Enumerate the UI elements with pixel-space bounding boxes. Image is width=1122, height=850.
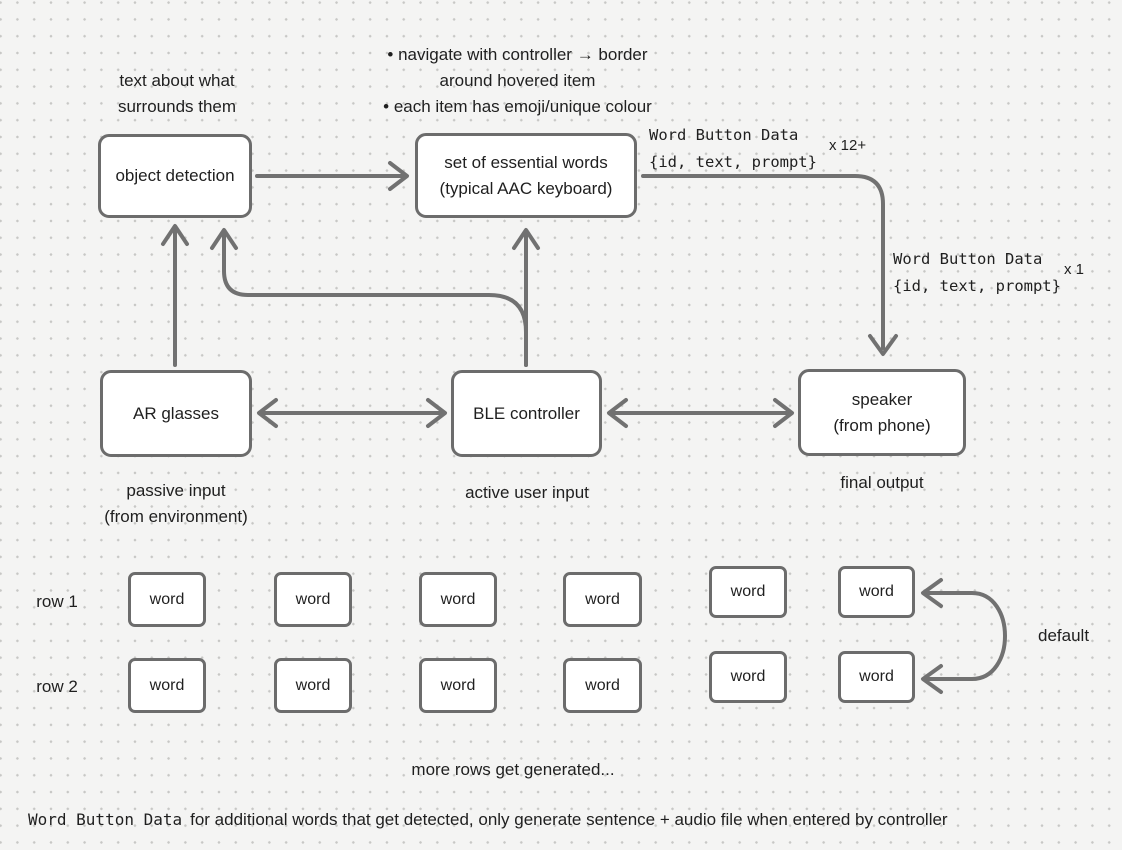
word-cell-label: word [730, 583, 766, 600]
wbd-name: Word Button Data [893, 250, 1043, 268]
word-cell[interactable]: word [419, 572, 497, 627]
word-cell[interactable]: word [709, 651, 787, 703]
object-detection-note: text about what surrounds them [77, 68, 277, 120]
word-cell[interactable]: word [274, 572, 352, 627]
word-cell[interactable]: word [563, 658, 642, 713]
more-rows-note: more rows get generated... [411, 760, 615, 779]
caption-ar-glasses: passive input (from environment) [76, 478, 276, 530]
word-cell[interactable]: word [128, 572, 206, 627]
word-cell-label: word [295, 676, 331, 694]
node-label: (typical AAC keyboard) [439, 178, 613, 198]
node-ar-glasses[interactable]: AR glasses [100, 370, 252, 457]
note-line: text about what [119, 71, 235, 90]
arrow-ar-glasses-to-object-detection[interactable] [161, 224, 189, 367]
node-ble-controller[interactable]: BLE controller [451, 370, 602, 457]
word-cell-label: word [859, 668, 894, 685]
node-label: (from phone) [833, 415, 931, 435]
arrow-ar-glasses-ble-bidirectional[interactable] [257, 398, 447, 428]
node-label: BLE controller [473, 403, 580, 423]
word-cell-label: word [149, 590, 185, 608]
word-cell-label: word [149, 676, 185, 694]
word-cell[interactable]: word [128, 658, 206, 713]
word-cell-label: word [295, 590, 331, 608]
footer-note: Word Button Data for additional words tha… [28, 810, 948, 830]
node-label: set of essential words [444, 153, 608, 172]
word-cell-label: word [730, 668, 766, 685]
note-line: • navigate with controller → border [387, 45, 648, 64]
node-object-detection[interactable]: object detection [98, 134, 252, 218]
wbd-fields: {id, text, prompt} [893, 277, 1061, 295]
arrow-default-loop[interactable] [921, 578, 1007, 694]
footer-mono: Word Button Data [28, 810, 183, 829]
keyboard-note: • navigate with controller → border arou… [365, 42, 670, 120]
note-line: • each item has emoji/unique colour [383, 97, 652, 116]
footer-text: for additional words that get detected, … [190, 810, 948, 829]
node-essential-words[interactable]: set of essential words (typical AAC keyb… [415, 133, 637, 218]
arrow-ble-to-object-detection[interactable] [210, 228, 528, 367]
arrow-object-detection-to-words[interactable] [255, 161, 409, 191]
node-label: object detection [115, 166, 235, 186]
wbd-name: Word Button Data [649, 126, 799, 144]
word-cell-label: word [859, 583, 894, 600]
caption-speaker: final output [840, 473, 924, 492]
node-label: AR glasses [133, 403, 219, 423]
word-cell[interactable]: word [709, 566, 787, 618]
word-button-data-label-top: Word Button Data {id, text, prompt} [649, 122, 817, 176]
word-cell[interactable]: word [274, 658, 352, 713]
note-line: around hovered item [439, 71, 596, 90]
arrow-words-to-speaker[interactable] [641, 174, 898, 356]
word-cell[interactable]: word [419, 658, 497, 713]
wbd-fields: {id, text, prompt} [649, 153, 817, 171]
node-label: speaker [851, 390, 913, 409]
word-cell[interactable]: word [563, 572, 642, 627]
word-cell[interactable]: word [838, 566, 915, 618]
word-button-data-label-right: Word Button Data {id, text, prompt} [893, 246, 1061, 300]
node-speaker[interactable]: speaker (from phone) [798, 369, 966, 456]
word-cell[interactable]: word [838, 651, 915, 703]
caption-ble-controller: active user input [465, 483, 589, 502]
note-line: surrounds them [117, 97, 237, 116]
word-button-data-count-right: x 1 [1064, 261, 1085, 278]
word-cell-label: word [440, 676, 476, 694]
word-button-data-count-top: x 12+ [829, 137, 867, 154]
word-cell-label: word [440, 590, 476, 608]
row1-label: row 1 [36, 592, 78, 611]
caption-line: passive input [126, 481, 226, 500]
word-cell-label: word [585, 676, 620, 694]
word-cell-label: word [585, 590, 620, 608]
arrow-ble-speaker-bidirectional[interactable] [607, 398, 794, 428]
caption-line: (from environment) [104, 507, 248, 526]
default-label: default [1038, 626, 1090, 645]
row2-label: row 2 [36, 677, 78, 696]
